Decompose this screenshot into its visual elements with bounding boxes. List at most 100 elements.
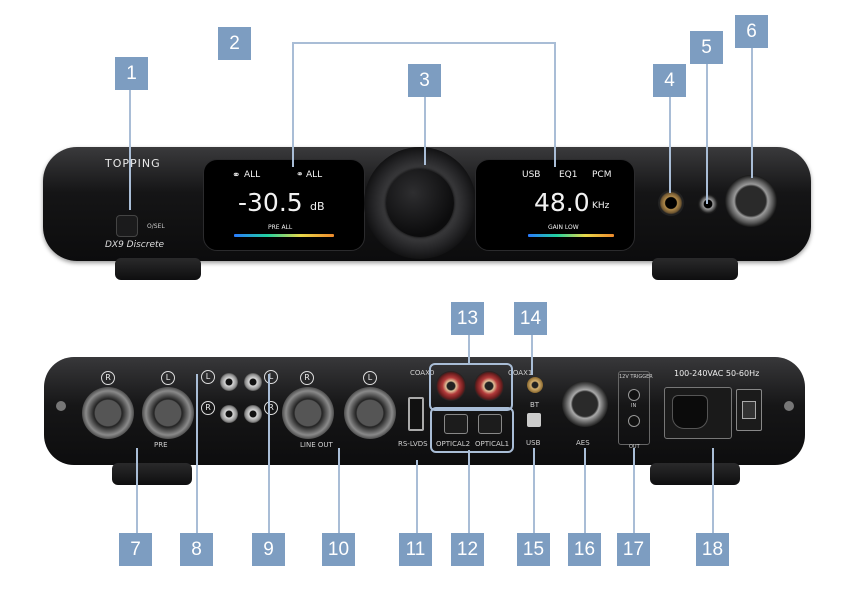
callout-3: 3: [408, 64, 441, 97]
headphone-jack-4-4mm[interactable]: [698, 194, 718, 214]
optical2-label: OPTICAL2: [436, 440, 471, 448]
front-foot-left: [115, 258, 201, 280]
right-display: USB EQ1 PCM 48.0 KHz GAIN LOW: [475, 159, 635, 251]
rca2-r-marker: R: [264, 401, 278, 415]
callout-2: 2: [218, 27, 251, 60]
select-button[interactable]: [116, 215, 138, 237]
line-l-marker: L: [363, 371, 377, 385]
rca2-l-marker: L: [264, 370, 278, 384]
usb-port[interactable]: [527, 413, 541, 427]
coax-highlight: [429, 363, 513, 411]
optical1-label: OPTICAL1: [475, 440, 510, 448]
callout-17: 17: [617, 533, 650, 566]
ac-socket: [672, 395, 708, 429]
gain-mode: GAIN LOW: [548, 224, 579, 231]
rca-right-1[interactable]: [220, 405, 238, 423]
rs-lvds-port[interactable]: [408, 397, 424, 431]
front-panel: TOPPING O/SEL DX9 Discrete ⚭ ALL ⚭ ALL -…: [43, 147, 811, 261]
xlr-headphone-jack[interactable]: [725, 175, 777, 227]
callout-6: 6: [735, 15, 768, 48]
callout-5: 5: [690, 31, 723, 64]
leader-15: [533, 448, 535, 533]
power-switch[interactable]: [736, 389, 762, 431]
callout-7: 7: [119, 533, 152, 566]
callout-11: 11: [399, 533, 432, 566]
leader-2-right: [554, 42, 556, 167]
leader-12: [468, 450, 470, 533]
trigger-in-label: IN: [631, 403, 637, 409]
leader-6: [751, 48, 753, 178]
leader-4: [669, 97, 671, 193]
sample-rate-unit: KHz: [592, 201, 610, 211]
pre-xlr-left[interactable]: [142, 387, 194, 439]
callout-9: 9: [252, 533, 285, 566]
select-button-label: O/SEL: [147, 223, 165, 230]
leader-11: [416, 460, 418, 533]
front-foot-right: [652, 258, 738, 280]
coax1-port[interactable]: [474, 371, 504, 401]
leader-7-stem: [136, 448, 138, 533]
trigger-out-jack[interactable]: [628, 415, 640, 427]
leader-3: [424, 97, 426, 165]
callout-14: 14: [514, 302, 547, 335]
rca-l-marker: L: [201, 370, 215, 384]
trigger-panel: [618, 371, 650, 445]
pre-label: PRE: [154, 441, 168, 449]
callout-18: 18: [696, 533, 729, 566]
optical-highlight: [430, 407, 514, 453]
callout-15: 15: [517, 533, 550, 566]
line-output-label: ALL: [306, 170, 323, 180]
back-panel: R L PRE L R L R R L LINE OUT RS-LVDS COA…: [44, 357, 805, 465]
eq-preset: EQ1: [559, 170, 578, 180]
line-r-marker: R: [300, 371, 314, 385]
leader-2-left: [292, 42, 294, 167]
callout-8: 8: [180, 533, 213, 566]
rca-r-marker: R: [201, 401, 215, 415]
leader-1: [129, 86, 131, 210]
line-out-label: LINE OUT: [300, 441, 333, 449]
callout-4: 4: [653, 64, 686, 97]
optical2-port[interactable]: [444, 414, 468, 434]
callout-16: 16: [568, 533, 601, 566]
rca-left-2[interactable]: [244, 373, 262, 391]
audio-format: PCM: [592, 170, 612, 180]
volume-value: -30.5: [238, 188, 303, 217]
leader-8: [196, 374, 198, 534]
volume-level-bar: [234, 234, 334, 237]
left-display: ⚭ ALL ⚭ ALL -30.5 dB PRE ALL: [203, 159, 365, 251]
trigger-out-label: OUT: [629, 444, 640, 450]
pre-xlr-right[interactable]: [82, 387, 134, 439]
rca-left-1[interactable]: [220, 373, 238, 391]
speaker-icon: ⚭: [296, 170, 304, 180]
rca-right-2[interactable]: [244, 405, 262, 423]
pre-r-marker: R: [101, 371, 115, 385]
power-rating-label: 100-240VAC 50-60Hz: [674, 369, 760, 378]
optical1-port[interactable]: [478, 414, 502, 434]
coax0-label: COAX0: [410, 369, 435, 377]
back-foot-right: [650, 463, 740, 485]
line-out-xlr-left[interactable]: [344, 387, 396, 439]
leader-10-stem: [338, 448, 340, 533]
brand-logo: TOPPING: [105, 157, 161, 170]
sample-rate-value: 48.0: [534, 188, 590, 217]
headphone-jack-6-35mm[interactable]: [658, 190, 684, 216]
leader-18: [712, 448, 714, 533]
callout-12: 12: [451, 533, 484, 566]
bt-label: BT: [530, 401, 540, 409]
usb-label: USB: [526, 439, 541, 447]
bt-antenna-port[interactable]: [527, 377, 543, 393]
aes-xlr-port[interactable]: [562, 381, 608, 427]
leader-5: [706, 64, 708, 204]
aes-label: AES: [576, 439, 590, 447]
back-foot-left: [112, 463, 192, 485]
volume-knob[interactable]: [386, 169, 454, 237]
headphone-output-label: ALL: [244, 170, 261, 180]
coax0-port[interactable]: [436, 371, 466, 401]
screw-left: [56, 401, 66, 411]
callout-13: 13: [451, 302, 484, 335]
trigger-in-jack[interactable]: [628, 389, 640, 401]
line-out-xlr-right[interactable]: [282, 387, 334, 439]
headphone-icon: ⚭: [232, 170, 241, 181]
leader-9: [268, 374, 270, 534]
leader-16: [584, 448, 586, 533]
